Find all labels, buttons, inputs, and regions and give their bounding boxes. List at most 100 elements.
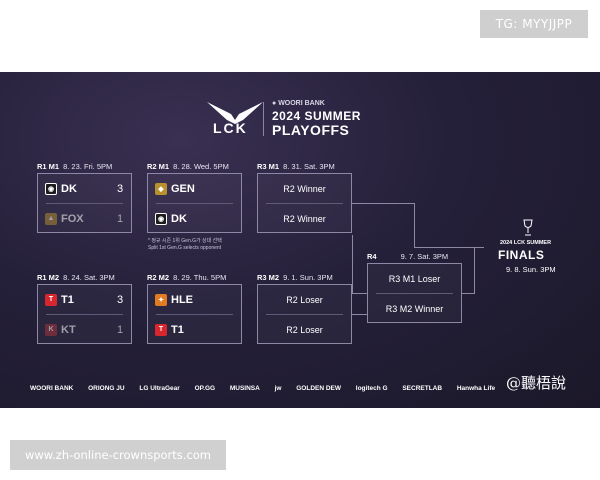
r2m2-date: 8. 29. Thu. 5PM — [173, 273, 227, 282]
match-r3m1[interactable]: R2 Winner R2 Winner — [257, 173, 352, 233]
sponsor-logo: GOLDEN DEW — [296, 384, 342, 392]
finals-date: 9. 8. Sun. 3PM — [506, 265, 556, 274]
team-score: 1 — [116, 323, 124, 336]
team-name: GEN — [171, 182, 195, 195]
slot-label: R3 M2 Winner — [385, 303, 444, 314]
woori-bank-icon: ● — [272, 100, 279, 107]
team-name: T1 — [61, 293, 74, 306]
sponsor-logo: OP.GG — [194, 384, 216, 392]
bracket-line-r4-up — [474, 248, 475, 294]
match-r4[interactable]: R3 M1 Loser R3 M2 Winner — [367, 263, 462, 323]
team-row-dk: ◉ DK 3 — [38, 174, 131, 203]
title-playoffs: PLAYOFFS — [272, 122, 350, 138]
match-r2m2[interactable]: ✦ HLE T T1 — [147, 284, 242, 344]
dk-logo-icon: ◉ — [45, 182, 57, 195]
sponsor-logo: ORIONG JU — [88, 384, 125, 392]
title-season: 2024 SUMMER — [272, 109, 361, 123]
t1-logo-icon: T — [155, 323, 167, 336]
bracket-line-r3m2-winner-in — [352, 314, 367, 315]
kt-logo-icon: K — [45, 323, 57, 336]
r1m2-id: R1 M2 — [37, 273, 60, 282]
team-name: KT — [61, 323, 76, 336]
slot-label: R3 M1 Loser — [388, 273, 441, 284]
team-row-t1: T T1 3 — [38, 285, 131, 314]
gen-logo-icon: ◆ — [155, 182, 167, 195]
fox-logo-icon: ▲ — [45, 212, 57, 225]
trophy-icon — [523, 219, 533, 236]
sponsor-bar: WOORI BANK ORIONG JU LG UltraGear OP.GG … — [30, 380, 590, 396]
sponsor-logo: MUSINSA — [229, 384, 260, 392]
team-row-dk: ◉ DK — [148, 204, 241, 233]
bracket-line-r3m1-loser — [352, 235, 353, 293]
match-separator — [376, 293, 453, 294]
slot-label: R2 Winner — [283, 213, 326, 224]
team-row-hle: ✦ HLE — [148, 285, 241, 314]
lck-logo-text: LCK — [213, 120, 248, 136]
hle-logo-icon: ✦ — [155, 293, 167, 306]
team-name: T1 — [171, 323, 184, 336]
seeding-note-english: Split 1st Gen.G selects opponent — [148, 245, 222, 251]
title-sponsor-text: WOORI BANK — [278, 100, 325, 107]
seeding-note: * 정규 시즌 1위 Gen.G가 상대 선택 Split 1st Gen.G … — [148, 238, 222, 252]
slot-label: R2 Loser — [286, 324, 323, 335]
r3m2-date: 9. 1. Sun. 3PM — [283, 273, 333, 282]
bracket-line-r3m1-to-finals — [414, 203, 415, 248]
team-row-t1: T T1 — [148, 315, 241, 344]
telegram-badge: TG: MYYJJPP — [480, 10, 588, 38]
team-name: FOX — [61, 212, 84, 225]
r1m1-id: R1 M1 — [37, 162, 60, 171]
team-name: DK — [61, 182, 77, 195]
r3m2-id: R3 M2 — [257, 273, 280, 282]
team-row-gen: ◆ GEN — [148, 174, 241, 203]
sponsor-logo: Hanwha Life — [456, 384, 496, 392]
t1-logo-icon: T — [45, 293, 57, 306]
sponsor-logo: WOORI BANK — [30, 384, 74, 392]
team-name: DK — [171, 212, 187, 225]
r2m1-date: 8. 28. Wed. 5PM — [173, 162, 229, 171]
match-separator — [156, 203, 233, 204]
r4-id: R4 — [367, 252, 377, 261]
team-score: 3 — [116, 182, 124, 195]
bracket-line-r4-out — [462, 293, 474, 294]
slot-label: R2 Loser — [286, 294, 323, 305]
match-separator — [156, 314, 233, 315]
finals-title: FINALS — [498, 248, 545, 262]
match-r1m1[interactable]: ◉ DK 3 ▲ FOX 1 — [37, 173, 132, 233]
sponsor-logo: jw — [274, 384, 282, 392]
match-r1m2[interactable]: T T1 3 K KT 1 — [37, 284, 132, 344]
title-divider — [263, 102, 264, 136]
dk-logo-icon: ◉ — [155, 212, 167, 225]
team-row-fox: ▲ FOX 1 — [38, 204, 131, 233]
sponsor-logo: LG UltraGear — [139, 384, 180, 392]
match-separator — [46, 203, 123, 204]
watermark-text: @聽梧說 — [506, 374, 567, 392]
playoffs-poster: LCK ● WOORI BANK 2024 SUMMER PLAYOFFS R1… — [0, 72, 600, 408]
team-row-kt: K KT 1 — [38, 315, 131, 344]
finals-subtitle: 2024 LCK SUMMER — [500, 240, 552, 246]
match-r2m1[interactable]: ◆ GEN ◉ DK — [147, 173, 242, 233]
match-separator — [266, 203, 343, 204]
r4-date: 9. 7. Sat. 3PM — [400, 252, 449, 261]
r3m1-date: 8. 31. Sat. 3PM — [283, 162, 335, 171]
team-name: HLE — [171, 293, 193, 306]
bracket-line-r3m1-loser-in — [352, 293, 367, 294]
match-r3m2[interactable]: R2 Loser R2 Loser — [257, 284, 352, 344]
r1m1-date: 8. 23. Fri. 5PM — [63, 162, 113, 171]
r2m1-id: R2 M1 — [147, 162, 170, 171]
sponsor-logo: logitech G — [355, 384, 388, 392]
sponsor-logo: SECRETLAB — [402, 384, 443, 392]
team-score: 3 — [116, 293, 124, 306]
r3m1-id: R3 M1 — [257, 162, 280, 171]
r4-label: R4 9. 7. Sat. 3PM — [367, 252, 448, 261]
url-badge: www.zh-online-crownsports.com — [10, 440, 226, 470]
team-score: 1 — [116, 212, 124, 225]
slot-label: R2 Winner — [283, 183, 326, 194]
title-sponsor: ● WOORI BANK — [272, 100, 325, 107]
match-separator — [46, 314, 123, 315]
